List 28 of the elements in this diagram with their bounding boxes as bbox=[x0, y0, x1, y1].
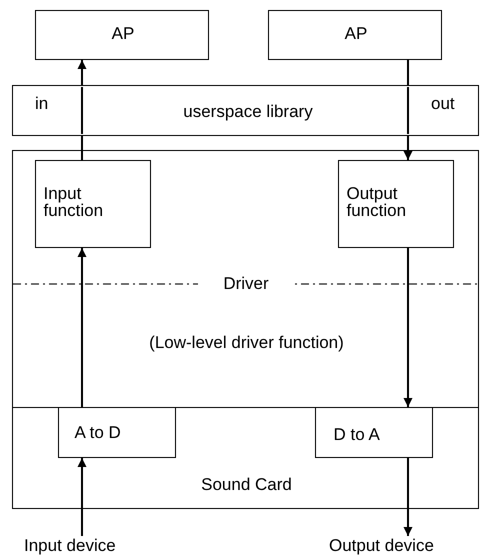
port-label: out bbox=[431, 95, 455, 113]
node-label: Input device bbox=[24, 537, 116, 555]
process-box bbox=[268, 10, 442, 60]
arrow bbox=[404, 458, 412, 536]
function-box bbox=[34, 160, 150, 248]
node-label: AP bbox=[110, 25, 136, 43]
arrow bbox=[404, 136, 412, 160]
arrow bbox=[78, 60, 86, 85]
node-label: AP bbox=[344, 25, 368, 43]
arrow bbox=[78, 458, 86, 536]
layer-label: userspace library bbox=[182, 103, 314, 121]
port-label: in bbox=[35, 95, 48, 113]
converter-box bbox=[314, 406, 432, 458]
node-label: Output device bbox=[329, 537, 434, 555]
node-label: Input function bbox=[44, 184, 104, 220]
layer-description: (Low-level driver function) bbox=[148, 334, 345, 352]
node-label: D to A bbox=[334, 426, 380, 444]
converter-box bbox=[58, 406, 176, 458]
layer-label: Sound Card bbox=[200, 476, 293, 494]
layer-band bbox=[12, 85, 479, 136]
arrow bbox=[404, 248, 412, 407]
node-label: A to D bbox=[74, 424, 121, 442]
layer-box bbox=[12, 150, 479, 408]
function-box bbox=[338, 160, 454, 248]
hardware-box bbox=[12, 407, 479, 509]
process-box bbox=[35, 10, 209, 60]
node-label: Output function bbox=[346, 184, 408, 220]
arrow bbox=[78, 248, 86, 407]
